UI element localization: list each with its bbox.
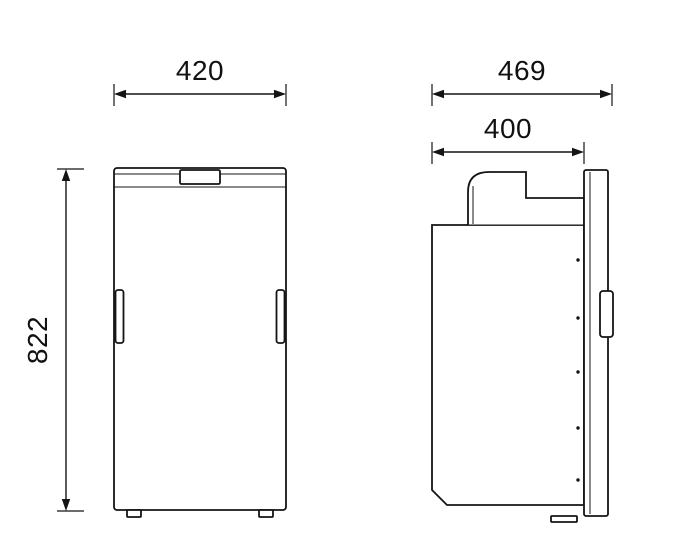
side-total-depth-label: 469 — [498, 55, 546, 86]
front-door-handle-left — [114, 289, 125, 344]
side-body-outline — [431, 224, 585, 506]
screw-dot — [576, 370, 580, 374]
front-height-label: 822 — [22, 316, 53, 364]
arrowhead-right — [572, 147, 584, 157]
front-foot-left — [126, 509, 142, 518]
front-body-outline — [113, 167, 287, 511]
side-door-panel — [583, 169, 609, 517]
arrowhead-right — [600, 89, 612, 99]
front-display-panel — [179, 169, 221, 185]
dimension-side-body-depth: 400 — [431, 113, 585, 164]
side-door-handle — [599, 290, 614, 338]
front-view — [113, 167, 287, 518]
arrowhead-bottom — [61, 499, 71, 511]
side-top-section-outline — [467, 171, 585, 225]
side-view — [431, 169, 614, 523]
dimension-front-height: 822 — [22, 168, 84, 512]
dimension-front-width: 420 — [113, 55, 287, 106]
front-door-handle-right — [275, 289, 286, 344]
screw-dot — [576, 316, 580, 320]
side-body-depth-label: 400 — [484, 113, 532, 144]
front-foot-right — [258, 509, 274, 518]
arrowhead-left — [432, 147, 444, 157]
front-width-label: 420 — [176, 55, 224, 86]
side-foot — [550, 515, 578, 523]
screw-dot — [576, 258, 580, 262]
arrowhead-left — [432, 89, 444, 99]
dimension-side-total-depth: 469 — [431, 55, 613, 106]
arrowhead-right — [274, 89, 286, 99]
screw-dot — [576, 426, 580, 430]
arrowhead-left — [114, 89, 126, 99]
screw-dot — [576, 478, 580, 482]
arrowhead-top — [61, 169, 71, 181]
